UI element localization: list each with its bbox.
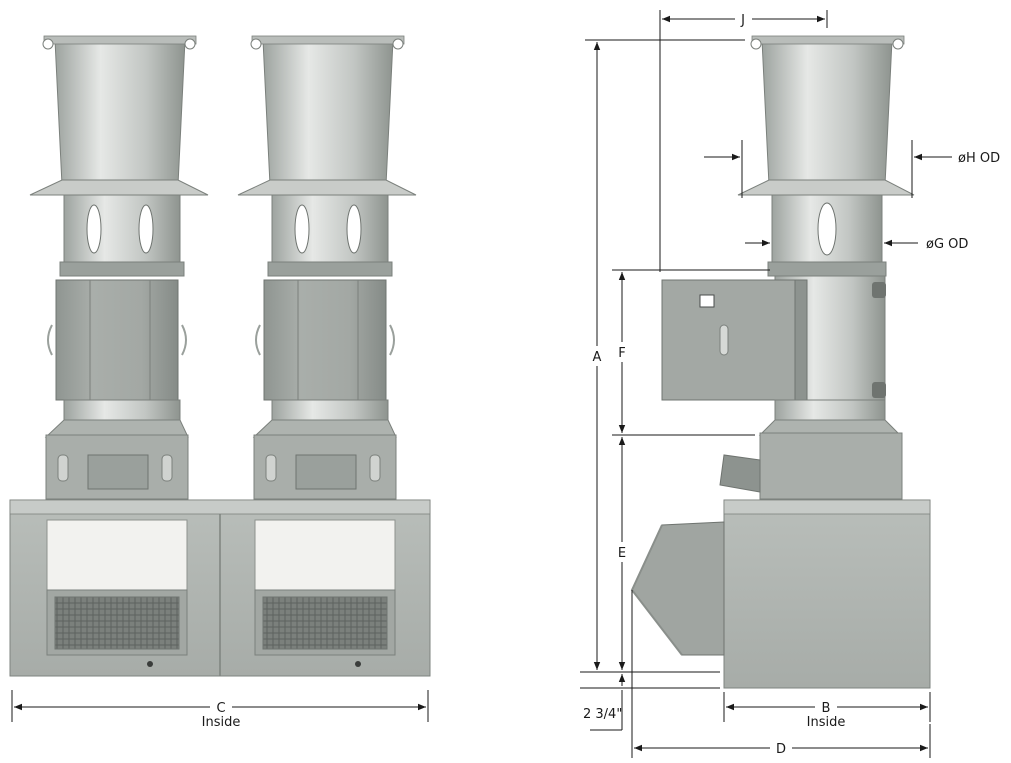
label-c: C bbox=[216, 701, 225, 716]
label-g: øG OD bbox=[926, 237, 968, 252]
label-base-offset: 2 3/4" bbox=[583, 707, 622, 722]
label-j: J bbox=[740, 13, 745, 28]
dimension-j: J bbox=[659, 10, 828, 272]
dimension-base-offset: 2 3/4" bbox=[580, 674, 720, 731]
dimension-a: A bbox=[580, 39, 745, 673]
label-e: E bbox=[618, 546, 626, 561]
dimension-d: D bbox=[631, 590, 931, 758]
label-h: øH OD bbox=[958, 151, 1000, 166]
dimension-b: B Inside bbox=[723, 692, 931, 730]
side-view-unit bbox=[630, 35, 931, 689]
dimension-e: E bbox=[618, 437, 626, 670]
dimension-g: øG OD bbox=[745, 237, 968, 252]
label-b-inside: Inside bbox=[807, 715, 846, 730]
label-f: F bbox=[618, 346, 625, 361]
dimension-h: øH OD bbox=[704, 140, 1000, 198]
label-d: D bbox=[776, 742, 786, 757]
front-view-twin-units: C Inside bbox=[9, 35, 431, 730]
label-c-inside: Inside bbox=[202, 715, 241, 730]
unit-right bbox=[237, 35, 417, 667]
dimension-c: C Inside bbox=[11, 690, 429, 730]
dimension-annotations: J A F E øH OD bbox=[580, 10, 1000, 758]
unit-left bbox=[29, 35, 209, 667]
label-a: A bbox=[593, 350, 602, 365]
dimension-f: F bbox=[612, 269, 770, 436]
label-b: B bbox=[822, 701, 831, 716]
